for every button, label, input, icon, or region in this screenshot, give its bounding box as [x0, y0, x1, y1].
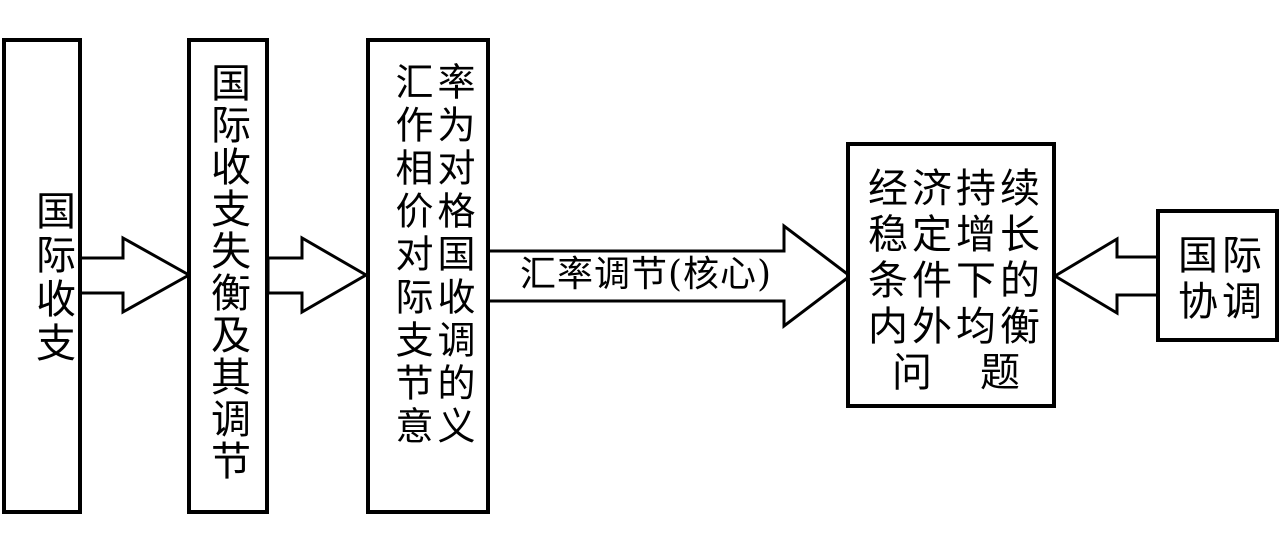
coordination-line-1: 国际: [1178, 233, 1266, 279]
exchange-rate-box: 率为对格国收调的义 汇作相价对际支节意: [366, 38, 490, 514]
arrow-bop-to-imbalance: [78, 235, 193, 315]
arrow-coordination-to-balance: [1052, 236, 1160, 316]
balance-line-3: 条件下的: [868, 258, 1044, 304]
balance-line-4: 内外均衡: [868, 304, 1044, 350]
coordination-line-2: 协调: [1178, 279, 1266, 325]
balance-line-2: 稳定增长: [868, 212, 1044, 258]
coordination-box: 国际 协调: [1156, 209, 1279, 342]
arrow-exchange-to-balance: [486, 222, 853, 330]
balance-line-5: 问 题: [892, 350, 1024, 396]
bop-text: 国际收支: [29, 190, 75, 366]
exchange-rate-text-col1: 汇作相价对际支节意: [389, 62, 433, 449]
imbalance-text: 国际收支失衡及其调节: [204, 62, 250, 482]
exchange-rate-text-col2: 率为对格国收调的义: [431, 62, 475, 449]
arrow-imbalance-to-exchange: [266, 235, 369, 315]
imbalance-box: 国际收支失衡及其调节: [187, 38, 269, 514]
balance-line-1: 经济持续: [868, 166, 1044, 212]
main-arrow-label: 汇率调节(核心): [520, 254, 773, 295]
bop-box: 国际收支: [2, 38, 82, 514]
balance-box: 经济持续 稳定增长 条件下的 内外均衡 问 题: [846, 142, 1056, 408]
